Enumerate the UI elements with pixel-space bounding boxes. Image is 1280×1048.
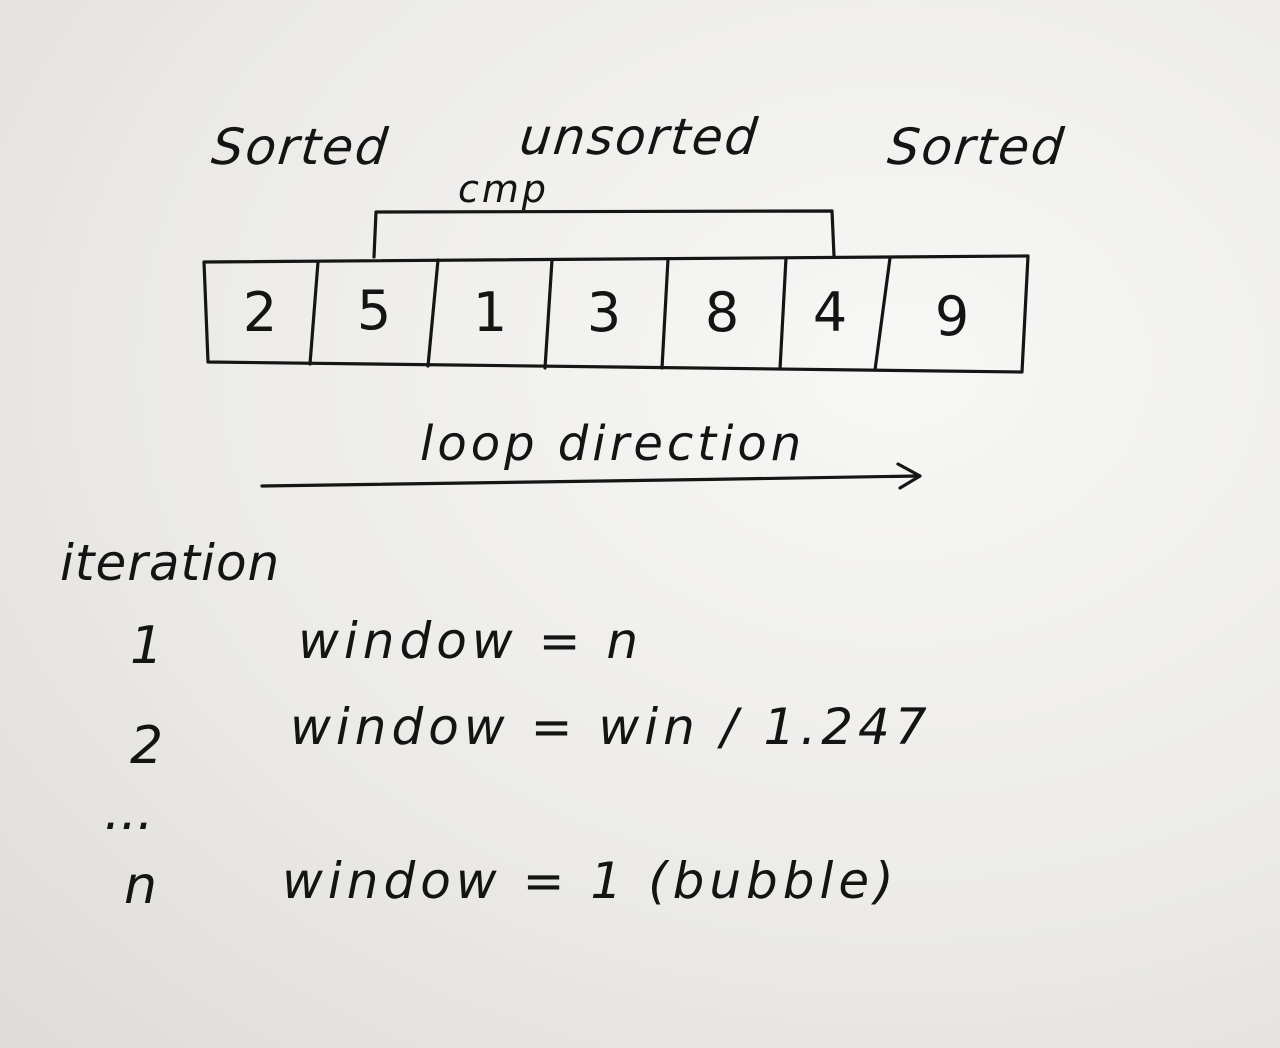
sorted-right-label: Sorted — [884, 118, 1069, 176]
iteration-header: iteration — [60, 534, 281, 592]
iteration-number: n — [124, 856, 157, 916]
iteration-number: 2 — [130, 716, 164, 776]
cell-divider — [660, 257, 670, 370]
array-cell-value: 1 — [472, 281, 508, 344]
cell-divider — [873, 256, 892, 372]
cell-divider — [426, 258, 440, 368]
array-cell-value: 3 — [586, 281, 622, 344]
arrow-head — [896, 462, 922, 490]
array-cell-value: 9 — [934, 285, 970, 348]
iteration-ellipsis: ... — [104, 782, 154, 842]
iteration-window-text: window = win / 1.247 — [290, 698, 932, 756]
loop-direction-arrow — [260, 474, 920, 488]
array-cell-value: 8 — [704, 281, 740, 344]
cell-divider — [308, 260, 320, 366]
array-cell-value: 5 — [356, 279, 392, 342]
unsorted-label: unsorted — [516, 108, 762, 166]
iteration-number: 1 — [130, 616, 164, 676]
iteration-window-text: window = n — [298, 612, 644, 670]
array-box — [202, 254, 1030, 374]
array-cell-value: 2 — [242, 281, 278, 344]
cell-divider — [543, 258, 554, 370]
cmp-label: cmp — [458, 167, 550, 211]
sorted-left-label: Sorted — [208, 118, 393, 176]
loop-direction-label: loop direction — [420, 416, 806, 472]
iteration-window-text: window = 1 (bubble) — [282, 852, 899, 910]
cmp-bracket — [372, 209, 836, 259]
cell-divider — [778, 256, 788, 371]
array-cell-value: 4 — [812, 281, 848, 344]
